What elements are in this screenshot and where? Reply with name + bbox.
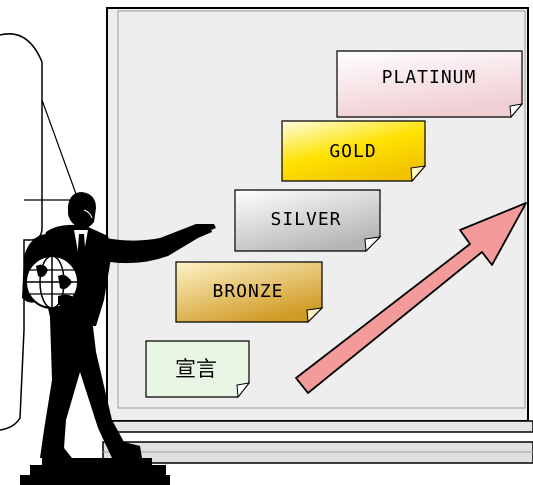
speech-bubble bbox=[0, 33, 43, 431]
upward-trend-arrow-icon bbox=[295, 202, 527, 394]
businessman-pointing-icon bbox=[20, 192, 216, 485]
silver-label: SILVER bbox=[270, 209, 341, 230]
silver-note: SILVER bbox=[234, 189, 382, 253]
platinum-note: PLATINUM bbox=[336, 50, 524, 119]
bronze-label: BRONZE bbox=[212, 281, 283, 302]
gold-label: GOLD bbox=[329, 141, 376, 162]
bronze-note: BRONZE bbox=[175, 261, 324, 324]
declaration-label: 宣言 bbox=[175, 357, 217, 381]
speech-bubble-tail bbox=[41, 99, 81, 206]
declaration-note: 宣言 bbox=[145, 340, 251, 399]
platinum-label: PLATINUM bbox=[382, 67, 477, 88]
gold-note: GOLD bbox=[281, 120, 427, 183]
